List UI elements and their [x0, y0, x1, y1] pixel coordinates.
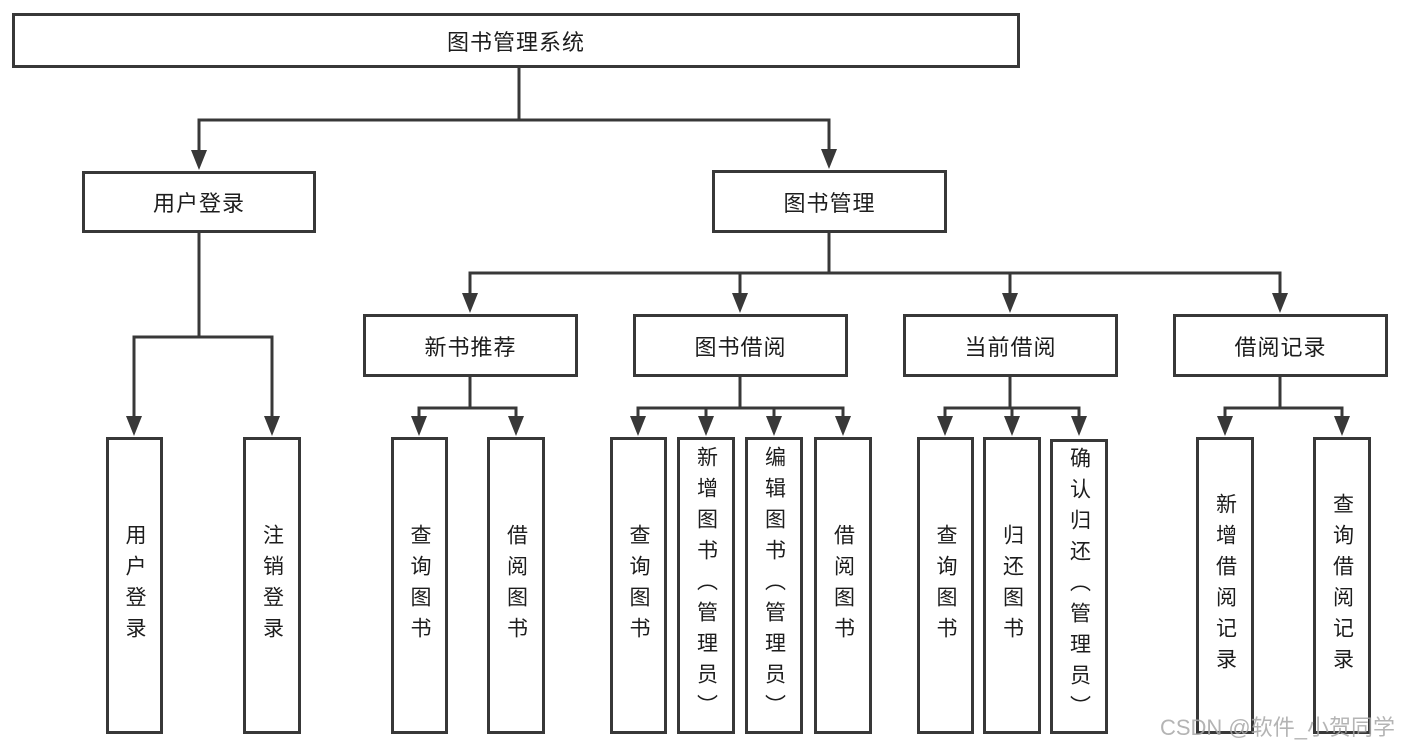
arrow-down-icon	[766, 416, 782, 436]
node-label: 用户登录	[123, 523, 146, 648]
connector-segments	[132, 68, 1344, 423]
node-root: 图书管理系统	[12, 13, 1020, 68]
arrow-down-icon	[698, 416, 714, 436]
node-label: 确认归还（管理员）	[1067, 447, 1091, 726]
connector-root	[197, 68, 831, 156]
arrow-down-icon	[835, 416, 851, 436]
arrow-down-icon	[411, 416, 427, 436]
node-label: 查询借阅记录	[1330, 492, 1354, 679]
arrow-down-icon	[937, 416, 953, 436]
node-label: 图书借阅	[694, 334, 787, 360]
leaf-user-login: 用户登录	[106, 437, 163, 734]
connector-current-borrow	[943, 377, 1081, 423]
node-label: 借阅图书	[831, 523, 855, 648]
arrow-down-icon	[264, 416, 280, 436]
node-label: 注销登录	[260, 523, 284, 648]
leaf-borrow-books-1: 借阅图书	[487, 437, 545, 734]
leaf-query-books-1: 查询图书	[391, 437, 448, 734]
node-label: 借阅记录	[1234, 334, 1327, 360]
node-label: 图书管理	[783, 190, 876, 216]
node-user-login: 用户登录	[82, 171, 316, 233]
node-new-book-recommend: 新书推荐	[363, 314, 578, 377]
csdn-watermark: CSDN @软件_小贺同学	[1159, 715, 1395, 740]
node-label: 新书推荐	[424, 334, 517, 360]
node-label: 用户登录	[152, 191, 245, 216]
node-book-management: 图书管理	[712, 170, 947, 233]
node-label: 新增图书（管理员）	[694, 446, 718, 725]
connector-user-login	[132, 233, 274, 423]
connector-book-borrow	[636, 377, 845, 423]
leaf-add-borrow-record: 新增借阅记录	[1196, 437, 1254, 734]
connector-book-mgmt	[468, 233, 1282, 300]
node-label: 当前借阅	[964, 334, 1057, 360]
node-label: 查询图书	[934, 523, 957, 648]
node-label: 编辑图书（管理员）	[762, 446, 786, 725]
node-book-borrow: 图书借阅	[633, 314, 848, 377]
node-label: 查询图书	[408, 523, 431, 648]
node-label: 借阅图书	[504, 523, 528, 648]
arrow-down-icon	[126, 416, 142, 436]
leaf-confirm-return-admin: 确认归还（管理员）	[1050, 439, 1108, 734]
connector-borrow-records	[1223, 377, 1344, 423]
leaf-add-books-admin: 新增图书（管理员）	[677, 437, 735, 734]
node-borrow-records: 借阅记录	[1173, 314, 1388, 377]
node-label: 查询图书	[627, 523, 650, 648]
leaf-borrow-books-2: 借阅图书	[814, 437, 872, 734]
arrow-down-icon	[630, 416, 646, 436]
leaf-edit-books-admin: 编辑图书（管理员）	[745, 437, 803, 734]
arrow-down-icon	[1004, 416, 1020, 436]
node-label: 新增借阅记录	[1213, 492, 1237, 679]
leaf-return-books: 归还图书	[983, 437, 1041, 734]
arrow-down-icon	[1217, 416, 1233, 436]
leaf-logout: 注销登录	[243, 437, 301, 734]
arrow-down-icon	[732, 293, 748, 313]
arrow-down-icon	[1002, 293, 1018, 313]
leaf-query-books-3: 查询图书	[917, 437, 974, 734]
arrowheads	[126, 149, 1350, 436]
leaf-query-books-2: 查询图书	[610, 437, 667, 734]
node-label: 归还图书	[1000, 523, 1024, 648]
arrow-down-icon	[821, 149, 837, 169]
arrow-down-icon	[462, 293, 478, 313]
arrow-down-icon	[1071, 416, 1087, 436]
node-current-borrow: 当前借阅	[903, 314, 1118, 377]
connector-new-book-rec	[417, 377, 518, 423]
leaf-query-borrow-record: 查询借阅记录	[1313, 437, 1371, 734]
arrow-down-icon	[1272, 293, 1288, 313]
arrow-down-icon	[1334, 416, 1350, 436]
arrow-down-icon	[191, 150, 207, 170]
node-label: 图书管理系统	[446, 29, 585, 55]
arrow-down-icon	[508, 416, 524, 436]
